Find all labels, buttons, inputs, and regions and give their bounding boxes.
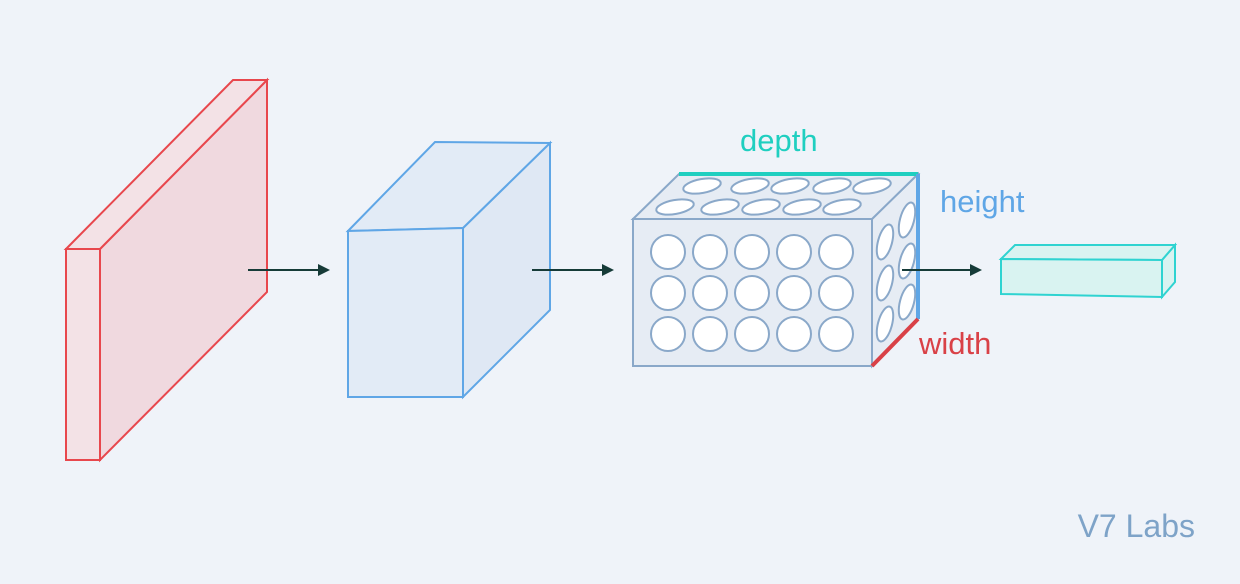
- depth-label: depth: [740, 123, 818, 158]
- output-layer-bar: [998, 242, 1178, 300]
- output-bar-top: [998, 244, 1178, 262]
- neuron: [770, 177, 810, 195]
- height-label: height: [940, 184, 1025, 219]
- neuron: [818, 316, 854, 352]
- neuron: [776, 275, 812, 311]
- neuron: [818, 275, 854, 311]
- watermark: V7 Labs: [1078, 508, 1195, 544]
- input-slab-front: [65, 248, 101, 461]
- neuron: [734, 275, 770, 311]
- hidden-layer-cube: [345, 140, 553, 400]
- neuron: [692, 234, 728, 270]
- neuron: [812, 177, 852, 195]
- neuron: [818, 234, 854, 270]
- neuron: [741, 198, 781, 216]
- neuron: [682, 177, 722, 195]
- neuron: [875, 305, 895, 343]
- neuron: [875, 264, 895, 302]
- neuron: [734, 234, 770, 270]
- neuron: [734, 316, 770, 352]
- output-bar-front: [1000, 257, 1163, 299]
- front-neuron-grid: [650, 234, 854, 352]
- top-neuron-grid: [655, 177, 892, 216]
- width-edge: [870, 317, 920, 368]
- neuron: [692, 316, 728, 352]
- neuron: [852, 177, 892, 195]
- neuron: [650, 316, 686, 352]
- neuron: [650, 275, 686, 311]
- neuron: [650, 234, 686, 270]
- neuron: [782, 198, 822, 216]
- neuron: [655, 198, 695, 216]
- neuron: [776, 316, 812, 352]
- neuron: [897, 201, 917, 239]
- neuron: [730, 177, 770, 195]
- neuron: [822, 198, 862, 216]
- neuron: [897, 283, 917, 321]
- hidden-cube-front: [347, 226, 464, 398]
- neuron: [700, 198, 740, 216]
- neuron: [776, 234, 812, 270]
- neuron: [875, 223, 895, 261]
- width-label: width: [918, 326, 991, 361]
- input-layer-slab: [63, 77, 270, 463]
- feature-map-cuboid: [630, 171, 921, 369]
- neuron: [692, 275, 728, 311]
